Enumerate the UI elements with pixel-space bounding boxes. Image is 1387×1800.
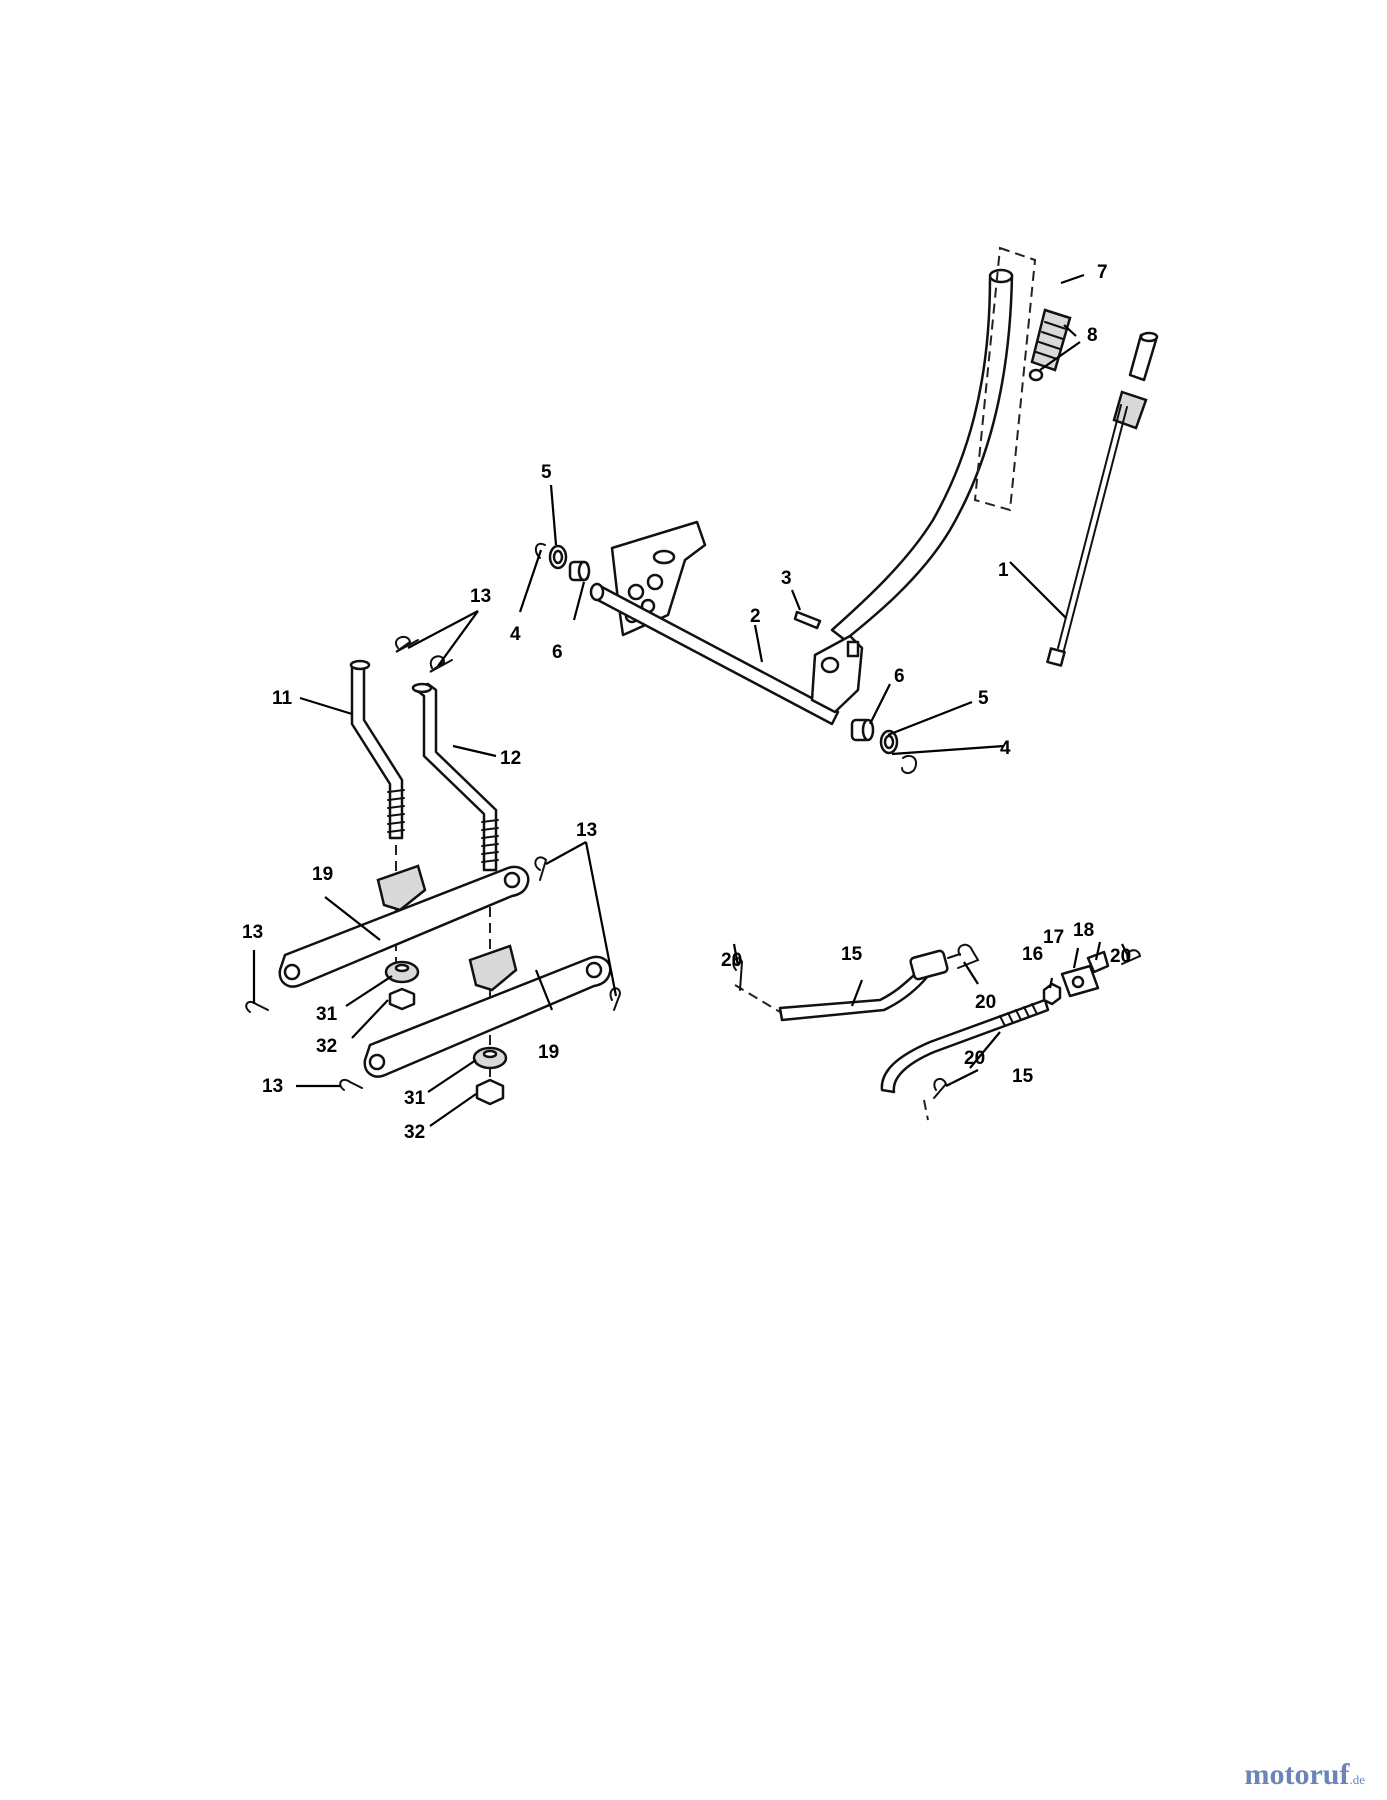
callout-16: 16	[1022, 944, 1043, 965]
handle-grip	[1028, 308, 1072, 382]
callout-7: 7	[1097, 262, 1108, 283]
rod-15-guideline	[734, 984, 781, 1013]
callout-13-top: 13	[470, 586, 491, 607]
bushing-nut-left	[384, 960, 420, 1011]
callout-2: 2	[750, 606, 761, 627]
callout-8: 8	[1087, 325, 1098, 346]
callout-19-lower: 19	[538, 1042, 559, 1063]
lift-handle	[830, 246, 1037, 642]
adjust-rod-15-upper	[778, 949, 961, 1022]
bushing-nut-right	[472, 1046, 508, 1106]
callout-32-right: 32	[404, 1122, 425, 1143]
callout-4-right: 4	[1000, 738, 1011, 759]
callout-15-upper: 15	[841, 944, 863, 965]
callout-20-mid: 20	[975, 992, 996, 1013]
watermark-tld: .de	[1349, 1772, 1365, 1787]
callout-labels: 1 2 3 4 4 5 5 6 6 7 8 11 12 13 13 13 13 …	[242, 262, 1131, 1143]
callout-4-left: 4	[510, 624, 521, 645]
lift-link-12	[411, 682, 499, 872]
callout-1: 1	[998, 560, 1009, 581]
left-shaft-hardware	[534, 542, 591, 582]
callout-20-left: 20	[721, 950, 742, 971]
callout-32-left: 32	[316, 1036, 337, 1057]
callout-13-right: 13	[576, 820, 597, 841]
right-shaft-hardware	[850, 718, 918, 775]
callout-31-left: 31	[316, 1004, 338, 1025]
lift-arm-19-upper	[278, 864, 530, 988]
callout-17: 17	[1043, 927, 1064, 948]
callout-5-right: 5	[978, 688, 989, 709]
adjust-block	[1042, 950, 1110, 1006]
callout-18: 18	[1073, 920, 1094, 941]
callout-13-bottom: 13	[262, 1076, 283, 1097]
lift-arm-19-lower	[363, 944, 612, 1078]
callout-6-right: 6	[894, 666, 905, 687]
watermark-brand: motoruf	[1244, 1758, 1350, 1791]
rod-15-lower-guideline	[923, 1099, 929, 1121]
leader-lines	[252, 273, 1129, 1127]
callout-13-left: 13	[242, 922, 263, 943]
callout-5-left: 5	[541, 462, 552, 483]
callout-12: 12	[500, 748, 521, 769]
adjustment-cable	[1046, 331, 1159, 667]
cross-shaft	[589, 582, 864, 726]
clips-13-top	[395, 635, 453, 673]
callout-19-upper: 19	[312, 864, 333, 885]
callout-20-right: 20	[1110, 946, 1131, 967]
callout-6-left: 6	[552, 642, 563, 663]
lift-link-11	[349, 659, 405, 840]
callout-20-lower: 20	[964, 1048, 985, 1069]
callout-3: 3	[781, 568, 792, 589]
watermark: motoruf.de	[1244, 1758, 1365, 1792]
adjust-rod-15-lower	[880, 998, 1050, 1094]
callout-11: 11	[272, 688, 293, 709]
pin-3	[793, 610, 822, 630]
callout-31-right: 31	[404, 1088, 426, 1109]
callout-15-lower: 15	[1012, 1066, 1034, 1087]
